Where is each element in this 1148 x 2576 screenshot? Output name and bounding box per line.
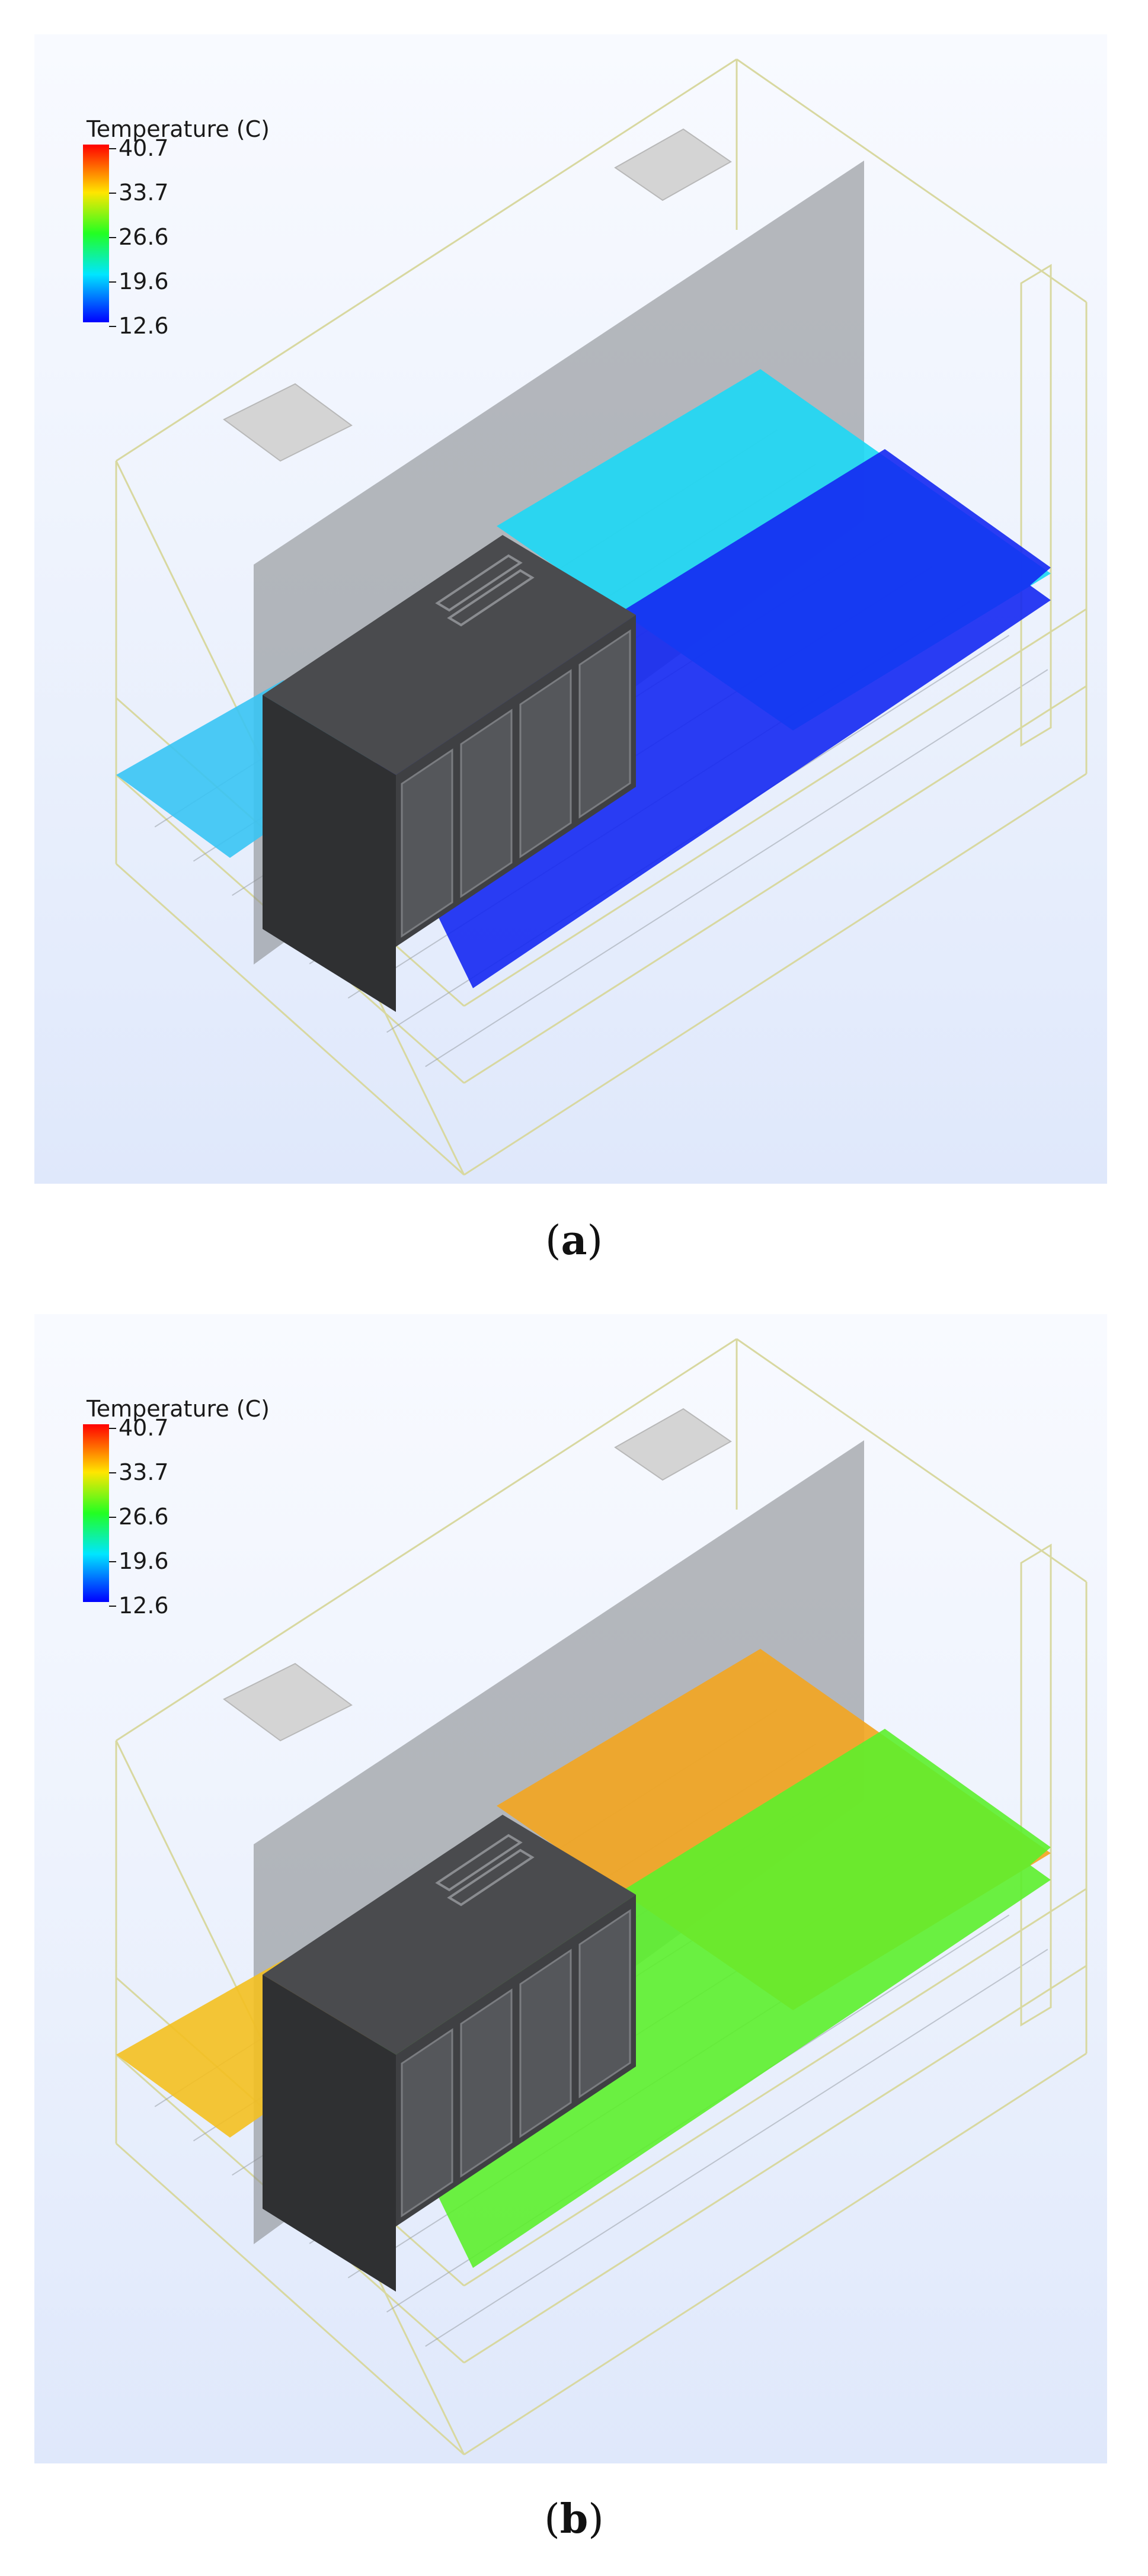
rack-door [519,1949,572,2138]
legend-tick: 40.7 [109,1415,169,1441]
room-scene-a [115,58,1088,1176]
floor-grid-line [425,669,1048,1068]
room-edge [463,608,1087,1007]
rack-door [519,669,572,858]
room-edge [736,58,1087,303]
rack-door [578,629,631,819]
caption-a: (a) [545,1217,603,1264]
lower-temperature-plane [366,1729,1051,2268]
rack-door [578,1909,631,2098]
rack-top-vent [435,1834,523,1892]
legend-tick: 12.6 [109,1593,169,1619]
ceiling-vent-right [614,128,732,201]
room-edge [463,685,1087,1084]
room-edge [116,1338,737,1742]
legend-tick: 26.6 [109,224,169,250]
temperature-legend-a: Temperature (C) 40.7 33.7 26.6 19.6 12.6 [58,116,307,339]
rack-top [263,535,636,775]
legend-tick: 19.6 [109,1548,169,1574]
rack-top-vent [447,1848,535,1907]
room-scene-b [115,1338,1088,2456]
room-edge [463,2052,1087,2456]
room-edge [463,773,1087,1176]
simulation-panel-b: Temperature (C) 40.7 33.7 26.6 19.6 12.6 [34,1314,1107,2463]
rack-front [396,615,636,947]
legend-tick: 33.7 [109,180,169,206]
ceiling-vent-left [223,383,353,462]
rack-top [263,1815,636,2055]
legend-tick: 40.7 [109,135,169,161]
legend-tick: 33.7 [109,1459,169,1485]
room-edge [736,1338,1087,1583]
legend-title: Temperature (C) [87,1396,270,1422]
ceiling-vent-left [223,1662,353,1742]
legend-tick: 12.6 [109,313,169,339]
simulation-panel-a: Temperature (C) 40.7 33.7 26.6 19.6 12.6 [34,34,1107,1184]
room-edge [116,58,737,462]
rack-door [401,748,453,938]
legend-tick: 26.6 [109,1504,169,1530]
rack-door [401,2028,453,2218]
rack-door [460,709,513,898]
room-edge [116,863,465,1176]
rack-side [263,1975,396,2292]
caption-b: (b) [544,2495,604,2543]
room-edge [116,2142,465,2456]
rack-door [460,1988,513,2178]
colorbar [83,1424,109,1602]
rack-top-vent [435,554,523,612]
side-door [1020,264,1052,747]
floor-grid-line [425,1949,1048,2347]
rack-top-vent [447,569,535,627]
rack-side [263,695,396,1012]
legend-title: Temperature (C) [87,116,270,142]
room-edge [463,1888,1087,2287]
ceiling-vent-right [614,1408,732,1481]
temperature-legend-b: Temperature (C) 40.7 33.7 26.6 19.6 12.6 [58,1396,307,1619]
room-edge [463,1965,1087,2364]
rack-front [396,1895,636,2226]
colorbar [83,145,109,322]
legend-tick: 19.6 [109,268,169,294]
side-door [1020,1543,1052,2027]
lower-temperature-plane [366,449,1051,988]
